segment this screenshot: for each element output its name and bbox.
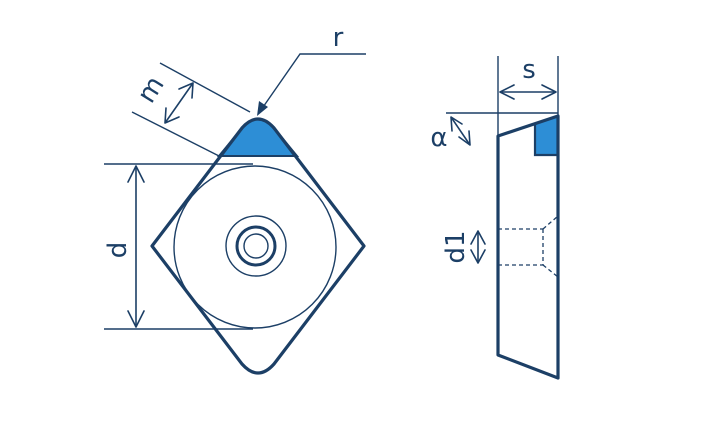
hole-middle-ring: [235, 225, 277, 267]
d-label: d: [103, 242, 133, 259]
d1-arrow-bottom: [470, 249, 486, 264]
s-label: s: [522, 55, 536, 85]
m-label: m: [132, 71, 171, 108]
front-view: d m r: [103, 23, 366, 375]
s-arrow-right: [541, 84, 557, 100]
r-leader-line: [260, 53, 366, 111]
d1-arrow-top: [470, 230, 486, 245]
alpha-arrow-bottom: [458, 130, 471, 146]
r-label: r: [333, 23, 344, 53]
insert-outline: [150, 117, 366, 375]
alpha-arrow-top: [450, 116, 463, 132]
alpha-dimension-line: [450, 116, 471, 146]
hole-inner-ring: [243, 233, 269, 259]
r-arrow: [257, 101, 268, 116]
hole-outer-ring: [225, 215, 287, 277]
side-view: s α d1: [430, 55, 560, 380]
s-arrow-left: [499, 84, 515, 100]
m-extension-left: [131, 111, 220, 157]
side-profile-outline: [496, 114, 560, 380]
corner-chamfer-highlight: [216, 118, 300, 157]
m-arrow-bottom: [164, 107, 180, 124]
m-arrow-top: [178, 82, 194, 99]
m-dimension-line: [164, 82, 194, 124]
inscribed-circle: [173, 165, 337, 329]
countersink-hidden-bottom: [542, 264, 559, 278]
d1-label: d1: [441, 230, 471, 263]
d-arrow-bottom: [127, 310, 145, 328]
alpha-label: α: [430, 123, 447, 153]
d-arrow-top: [127, 165, 145, 183]
countersink-hidden-top: [542, 215, 559, 230]
m-extension-right: [159, 62, 251, 113]
